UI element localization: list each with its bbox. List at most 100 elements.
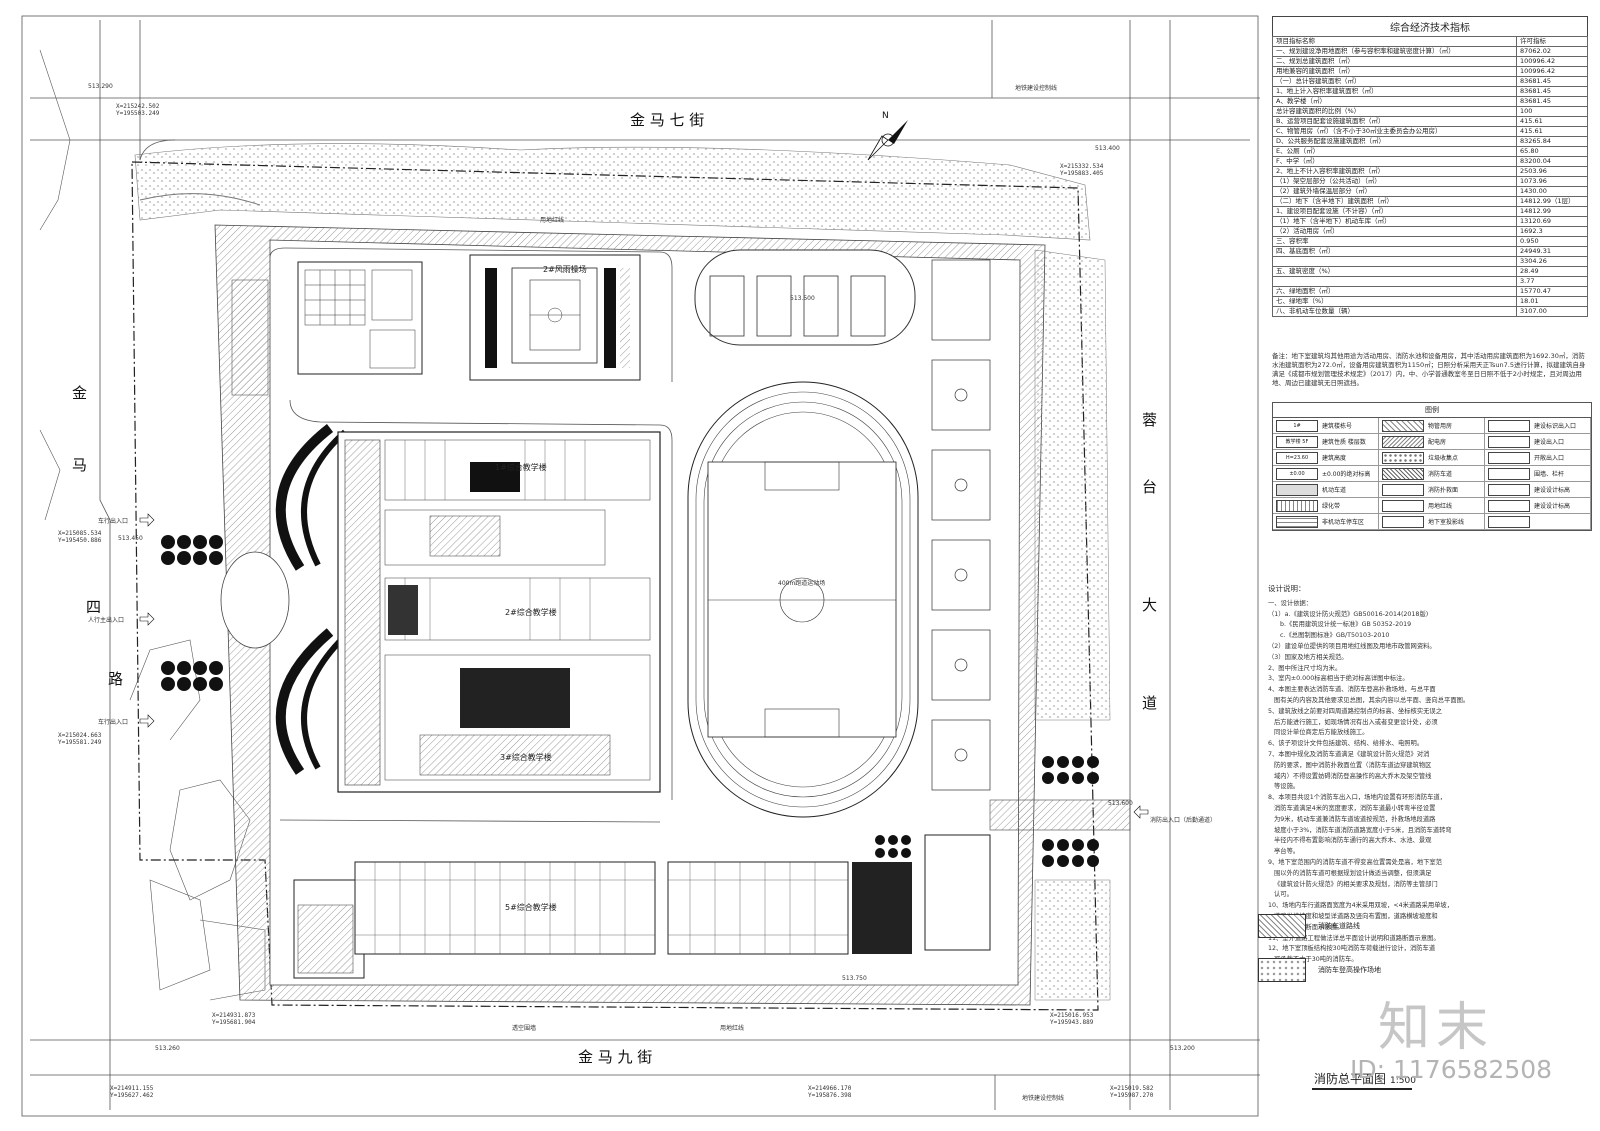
kpi-row: （1）地下（含半地下）机动车库（㎡）13120.69 bbox=[1272, 216, 1588, 227]
kpi-row-label: 二、规划总建筑面积（㎡） bbox=[1272, 56, 1517, 67]
design-note-line: （3）国家及地方相关规范。 bbox=[1268, 653, 1348, 661]
kpi-row: 五、建筑密度（%）28.49 bbox=[1272, 266, 1588, 277]
kpi-row-label: A、教学楼（㎡） bbox=[1272, 96, 1517, 107]
kpi-row-label: 六、绿地面积（㎡） bbox=[1272, 286, 1517, 297]
design-note-line: 道路纵坡坡度和坡型详道路及竖向布置图，道路横坡坡度和 bbox=[1268, 912, 1438, 920]
design-note-line: b.《民用建筑设计统一标准》GB 50352-2019 bbox=[1268, 621, 1412, 629]
design-note-line: c.《总图制图标准》GB/T50103-2010 bbox=[1268, 632, 1390, 640]
elev-3: 513.450 bbox=[118, 535, 143, 542]
kpi-row-label: 四、基底面积（㎡） bbox=[1272, 246, 1517, 257]
legend-label: 建设出入口 bbox=[1534, 439, 1565, 446]
legend-swatch bbox=[1488, 451, 1530, 464]
design-note-line: 12、地下室顶板结构按30吨消防车荷载进行设计，消防车道 bbox=[1268, 945, 1436, 953]
kpi-row: 四、基底面积（㎡）24949.31 bbox=[1272, 246, 1588, 257]
legend-item: 1#建筑楼栋号 bbox=[1273, 418, 1379, 434]
kpi-header-cell: 许可指标 bbox=[1516, 36, 1588, 47]
legend-item: 垃圾收集点 bbox=[1379, 450, 1485, 466]
kpi-header-row: 项目指标名称许可指标 bbox=[1272, 36, 1588, 47]
metro-line-label-south: 地铁建设控制线 bbox=[1022, 1094, 1064, 1102]
kpi-row: E、公厕（㎡）65.80 bbox=[1272, 146, 1588, 157]
design-note-line: 8、本项目共设1个消防车出入口，场地内设置有环形消防车道， bbox=[1268, 794, 1447, 802]
legend-label: 建筑高度 bbox=[1322, 455, 1347, 462]
kpi-row: 3.77 bbox=[1272, 276, 1588, 287]
design-note-line: 围以外的消防车道可根据规划设计做适当调整，但须满足 bbox=[1268, 869, 1432, 877]
design-note-line: 防的要求，图中消防扑救面位置（消防车道边穿建筑物区 bbox=[1268, 761, 1432, 769]
legend-label: 开敞出入口 bbox=[1534, 455, 1565, 462]
elevation-labels: 513.290 513.400 513.450 513.500 513.260 … bbox=[88, 83, 1195, 1052]
design-note-line: 亭台等。 bbox=[1268, 848, 1300, 856]
kpi-row: 七、绿地率（%）18.01 bbox=[1272, 296, 1588, 307]
design-note-line: 6、该子项设计文件包括建筑、结构、给排水、电照明。 bbox=[1268, 740, 1424, 748]
north-building-gym: 2#风雨操场 bbox=[469, 254, 641, 381]
legend-label: ±0.00的绝对标高 bbox=[1322, 471, 1371, 478]
legend-swatch bbox=[1276, 515, 1318, 528]
legend-label: 垃圾收集点 bbox=[1428, 455, 1459, 462]
road-edges bbox=[30, 20, 1260, 1110]
pedestrian-entrance-label: 人行主出入口 bbox=[88, 616, 124, 624]
north-building-left bbox=[297, 261, 423, 375]
legend-item: 建设出入口 bbox=[1485, 434, 1591, 450]
legend-swatch bbox=[1276, 483, 1318, 496]
kpi-row-label bbox=[1272, 276, 1517, 287]
legend-swatch bbox=[1382, 483, 1424, 496]
tree-groups bbox=[161, 535, 1099, 867]
kpi-row: 一、规划建设净用地面积（参与容积率和建筑密度计算）（㎡）87062.02 bbox=[1272, 46, 1588, 57]
kpi-row-value: 1430.00 bbox=[1516, 186, 1588, 197]
kpi-header-cell: 项目指标名称 bbox=[1272, 36, 1517, 47]
kpi-row-value: 18.01 bbox=[1516, 296, 1588, 307]
legend-item: 建设标识出入口 bbox=[1485, 418, 1591, 434]
brand-watermark: 知末 bbox=[1378, 998, 1495, 1058]
legend-swatch bbox=[1382, 435, 1424, 448]
design-note-line: 后方能进行施工，如现场情况有出入或者变更设计处，必须 bbox=[1268, 718, 1438, 726]
kpi-note: 备注：地下室建筑均其他用途为活动用房、消防水池和设备用房，其中活动用房建筑面积为… bbox=[1272, 352, 1586, 387]
legend-label: 地下室投影线 bbox=[1428, 519, 1465, 526]
kpi-row-value: 100 bbox=[1516, 106, 1588, 117]
legend-swatch: ±0.00 bbox=[1276, 467, 1318, 480]
legend-label: 机动车道 bbox=[1322, 487, 1347, 494]
design-note-line: 同设计单位商定后方能放线施工。 bbox=[1268, 729, 1369, 737]
legend-item bbox=[1485, 514, 1591, 530]
kpi-row-value: 0.950 bbox=[1516, 236, 1588, 247]
legend-swatch bbox=[1382, 467, 1424, 480]
kpi-row-value: 100996.42 bbox=[1516, 56, 1588, 67]
legend-swatch bbox=[1488, 499, 1530, 512]
design-note-line: 域内）不得设置妨碍消防登高操作的高大乔木及架空管线 bbox=[1268, 772, 1432, 780]
kpi-row-value: 100996.42 bbox=[1516, 66, 1588, 77]
kpi-row-label: 一、规划建设净用地面积（参与容积率和建筑密度计算）（㎡） bbox=[1272, 46, 1517, 57]
kpi-row-value: 83200.04 bbox=[1516, 156, 1588, 167]
kpi-row-value: 3304.26 bbox=[1516, 256, 1588, 267]
kpi-row-label: 七、绿地率（%） bbox=[1272, 296, 1517, 307]
legend-item: 开敞出入口 bbox=[1485, 450, 1591, 466]
metro-line-label-north: 地铁建设控制线 bbox=[1015, 84, 1057, 92]
kpi-row: 1、地上计入容积率建筑面积（㎡）83681.45 bbox=[1272, 86, 1588, 97]
kpi-row-value: 83681.45 bbox=[1516, 76, 1588, 87]
legend-label: 绿化带 bbox=[1322, 503, 1341, 510]
west-arc-seating bbox=[220, 424, 348, 775]
kpi-row-value: 1073.96 bbox=[1516, 176, 1588, 187]
kpi-row-value: 3107.00 bbox=[1516, 306, 1588, 317]
elev-5: 513.260 bbox=[155, 1045, 180, 1052]
fire-area-swatch bbox=[1258, 958, 1306, 982]
field-label: 400m跑道运动场 bbox=[778, 579, 825, 587]
kpi-row-label: B、运营项目配套设施建筑面积（㎡） bbox=[1272, 116, 1517, 127]
legend-label: 消防车道 bbox=[1428, 471, 1453, 478]
road-east-label-3: 大 bbox=[1142, 596, 1157, 614]
east-green-belt bbox=[1034, 249, 1111, 721]
road-south-label: 金 马 九 街 bbox=[578, 1048, 652, 1066]
design-notes-body: 一、设计依据：（1）a.《建筑设计防火规范》GB50016-2014(2018版… bbox=[1268, 599, 1498, 966]
redline-label-north: 用地红线 bbox=[540, 216, 564, 224]
vehicle-entrance-label: 车行出入口 bbox=[98, 517, 128, 525]
legend-label: 围墙、栏杆 bbox=[1534, 471, 1565, 478]
kpi-row-label: （一）总计容建筑面积（㎡） bbox=[1272, 76, 1517, 87]
kpi-row: （1）架空层部分（公共活动）（㎡）1073.96 bbox=[1272, 176, 1588, 187]
kpi-row: （2）活动用房（㎡）1692.3 bbox=[1272, 226, 1588, 237]
legend-label: 用地红线 bbox=[1428, 503, 1453, 510]
building-2-label: 2#综合教学楼 bbox=[505, 607, 557, 617]
redline-label-south: 用地红线 bbox=[720, 1024, 744, 1032]
south-buildings: 5#综合教学楼 bbox=[293, 834, 991, 979]
kpi-row-label: F、中学（㎡） bbox=[1272, 156, 1517, 167]
